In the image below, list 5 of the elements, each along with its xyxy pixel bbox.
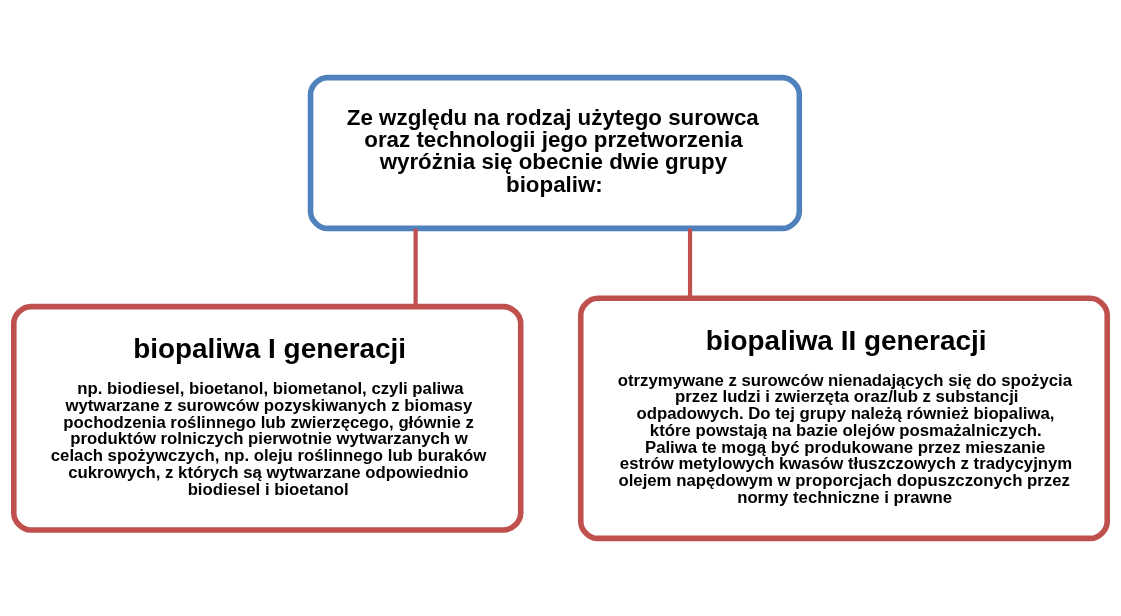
connector: [687, 228, 693, 298]
node-box: Ze względu na rodzaj użytego surowca oraz technologii jego przetworzenia wyróżnia się obecnie dwie grupy biopaliw:: [307, 74, 803, 232]
connector: [413, 228, 418, 307]
node-box: biopaliwa II generacji otrzymywane z surowców nienadających się do spożycia przez ludzi i zwierzęta oraz/lub z substancji odpadowych. Do tej grupy należą również biopaliwa, które powstają na bazie olejów posmażalniczych. Paliwa te mogą być produkowane przez mieszanie estrów metylowych kwasów tłuszczowych z tradycyjnym olejem napędowym w proporcjach dopuszczonych przez normy techniczne i prawne: [577, 295, 1110, 542]
node-box: biopaliwa I generacji np. biodiesel, bioetanol, biometanol, czyli paliwa wytwarzane z surowców pozyskiwanych z biomasy pochodzenia roślinnego lub zwierzęcego, głównie z produktów rolniczych pierwotnie wytwarzanych w celach spożywczych, np. oleju roślinnego lub buraków cukrowych, z których są wytwarzane odpowiednio biodiesel i bioetanol: [11, 303, 524, 533]
